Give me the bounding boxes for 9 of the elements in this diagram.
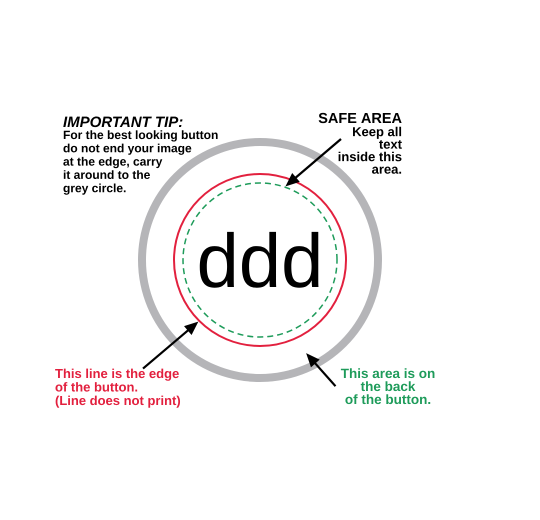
tip-text: For the best looking button do not end your image at the edge, carry it around to the grey circle. <box>63 130 218 195</box>
callout-text: This area is on the back of the button. <box>340 368 434 404</box>
circle-outline <box>173 173 347 347</box>
dashed-circle <box>182 182 338 338</box>
placeholder-text: ddd <box>200 232 318 288</box>
callout-heading: SAFE AREA <box>318 112 402 124</box>
callout-text: This line is the edge of the button. (Line does not print) <box>55 368 180 408</box>
tip-heading: IMPORTANT TIP: <box>63 116 182 128</box>
callout-text: Keep all text inside this area. <box>338 126 402 174</box>
